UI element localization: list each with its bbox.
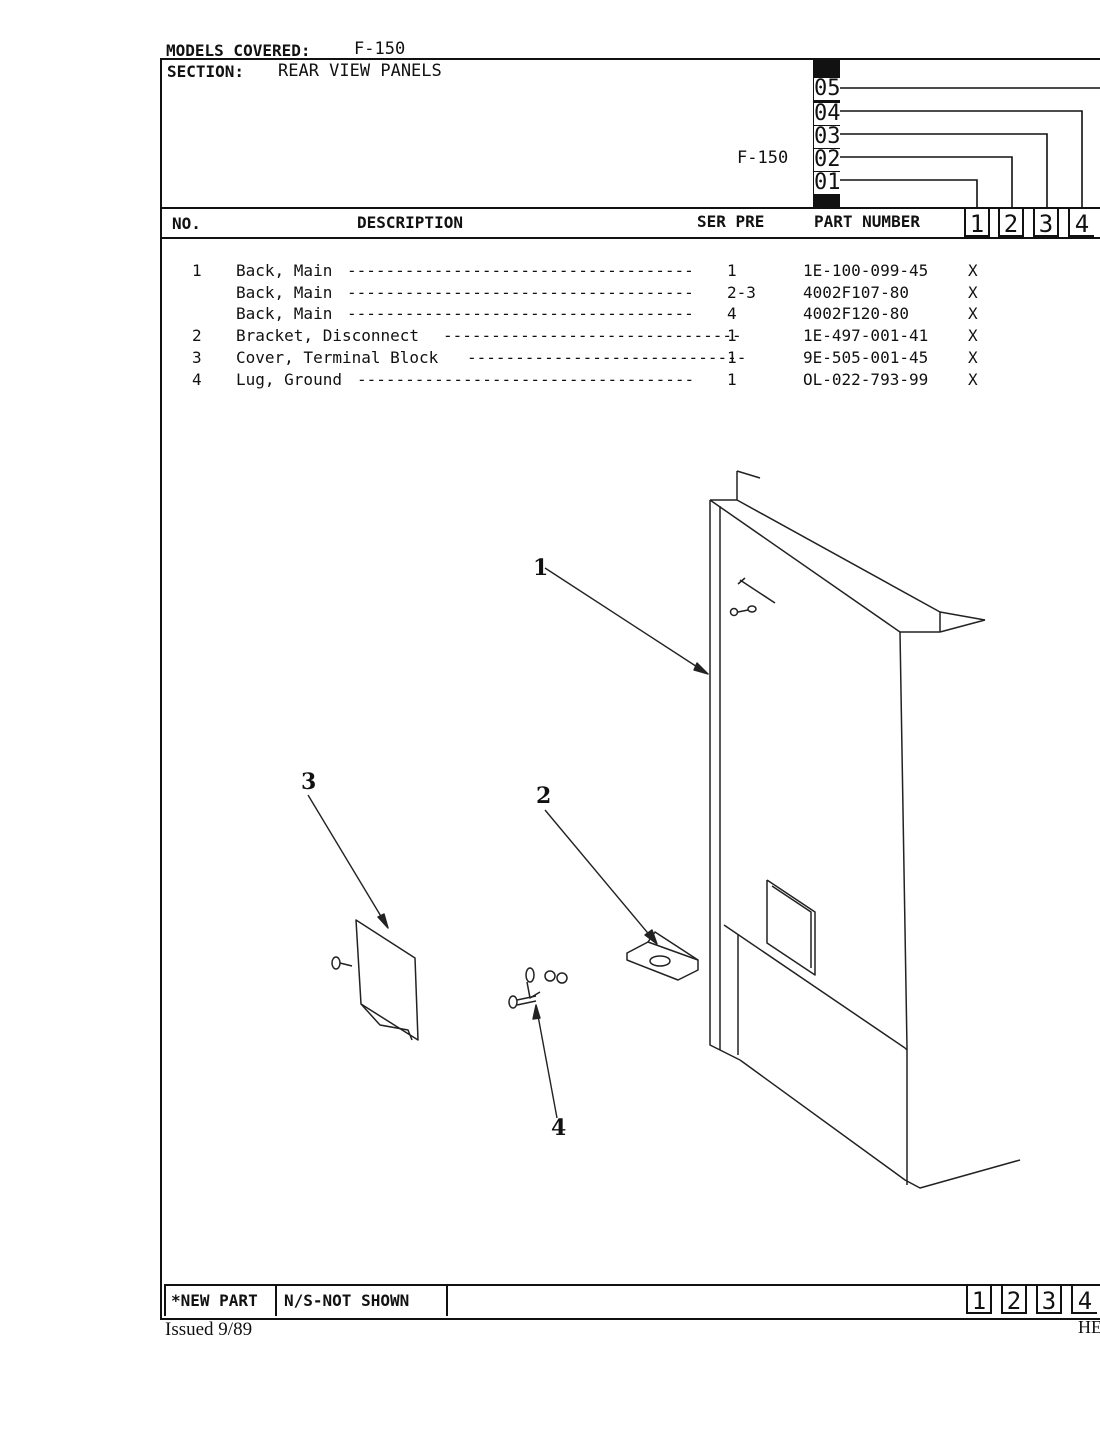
row-part-number: 9E-505-001-45	[803, 348, 929, 367]
footer-not-shown: N/S-NOT SHOWN	[284, 1291, 410, 1310]
header-divider	[160, 207, 1100, 209]
row-mark: X	[968, 304, 978, 323]
footer-column-box-2: 2	[1001, 1284, 1027, 1315]
callout-1: 1	[533, 555, 549, 581]
leader-02	[840, 156, 1013, 208]
leader-04	[840, 110, 1083, 208]
bracket-disconnect	[626, 931, 699, 981]
row-description: Back, Main	[236, 261, 333, 280]
column-box-1: 1	[964, 207, 990, 238]
row-no: 3	[192, 348, 202, 367]
footer-left-edge	[164, 1284, 166, 1316]
row-leader-dots: ------------------------------------	[347, 283, 694, 302]
callout-leaders	[307, 567, 709, 1119]
row-part-number: 1E-497-001-41	[803, 326, 929, 345]
cover-terminal-block	[331, 919, 419, 1041]
callout-3: 3	[301, 769, 317, 795]
row-mark: X	[968, 326, 978, 345]
row-part-number: 4002F120-80	[803, 304, 909, 323]
leader-03	[840, 133, 1048, 208]
page-frame	[160, 58, 1100, 1320]
lug-ground	[508, 967, 568, 1009]
row-ser: 4	[727, 304, 737, 323]
row-ser: 1	[727, 370, 737, 389]
serial-code-05: 05	[814, 76, 841, 101]
row-description: Cover, Terminal Block	[236, 348, 439, 367]
column-box-2: 2	[998, 207, 1024, 238]
row-no: 4	[192, 370, 202, 389]
row-ser: 1	[727, 326, 737, 345]
model-tag: F-150	[737, 148, 789, 168]
row-leader-dots: -------------------------------	[443, 326, 742, 345]
col-description-header: DESCRIPTION	[357, 213, 463, 232]
row-ser: 1	[727, 348, 737, 367]
row-no: 2	[192, 326, 202, 345]
row-part-number: 1E-100-099-45	[803, 261, 929, 280]
row-leader-dots: -----------------------------	[467, 348, 747, 367]
row-mark: X	[968, 261, 978, 280]
callout-2: 2	[536, 783, 552, 809]
footer-divider-1	[275, 1284, 277, 1316]
column-box-3: 3	[1033, 207, 1059, 238]
leader-01	[840, 179, 978, 208]
row-part-number: OL-022-793-99	[803, 370, 929, 389]
footer-new-part: *NEW PART	[171, 1291, 258, 1310]
issued-date: Issued 9/89	[165, 1319, 253, 1340]
serial-code-01: 01	[814, 170, 841, 195]
row-description: Lug, Ground	[236, 370, 342, 389]
footer-column-box-4: 4	[1071, 1284, 1097, 1315]
row-description: Bracket, Disconnect	[236, 326, 420, 345]
section-value: REAR VIEW PANELS	[278, 61, 442, 81]
callout-4: 4	[551, 1115, 567, 1141]
row-mark: X	[968, 370, 978, 389]
row-part-number: 4002F107-80	[803, 283, 909, 302]
serial-code-02: 02	[814, 147, 841, 172]
footer-divider-2	[446, 1284, 448, 1316]
row-leader-dots: ------------------------------------	[347, 261, 694, 280]
document-code: HE	[1078, 1317, 1100, 1337]
column-header-divider	[160, 237, 1100, 239]
col-ser-pre-header: SER PRE	[697, 212, 765, 231]
row-ser: 1	[727, 261, 737, 280]
row-mark: X	[968, 348, 978, 367]
footer-column-box-1: 1	[966, 1284, 992, 1315]
column-box-4: 4	[1068, 207, 1094, 238]
serial-code-04: 04	[814, 101, 841, 126]
row-mark: X	[968, 283, 978, 302]
row-no: 1	[192, 261, 202, 280]
serial-code-03: 03	[814, 124, 841, 149]
models-covered-label: MODELS COVERED:	[166, 41, 311, 60]
footer-top-rule	[164, 1284, 1100, 1286]
section-label: SECTION:	[167, 62, 245, 81]
row-ser: 2-3	[727, 283, 756, 302]
col-part-number-header: PART NUMBER	[814, 212, 920, 231]
back-main-panel	[709, 470, 1021, 1189]
col-no-header: NO.	[172, 214, 201, 233]
row-leader-dots: ------------------------------------	[347, 304, 694, 323]
row-description: Back, Main	[236, 304, 333, 323]
models-covered-value: F-150	[354, 39, 406, 59]
row-description: Back, Main	[236, 283, 333, 302]
row-leader-dots: -----------------------------------	[357, 370, 695, 389]
footer-column-box-3: 3	[1036, 1284, 1062, 1315]
